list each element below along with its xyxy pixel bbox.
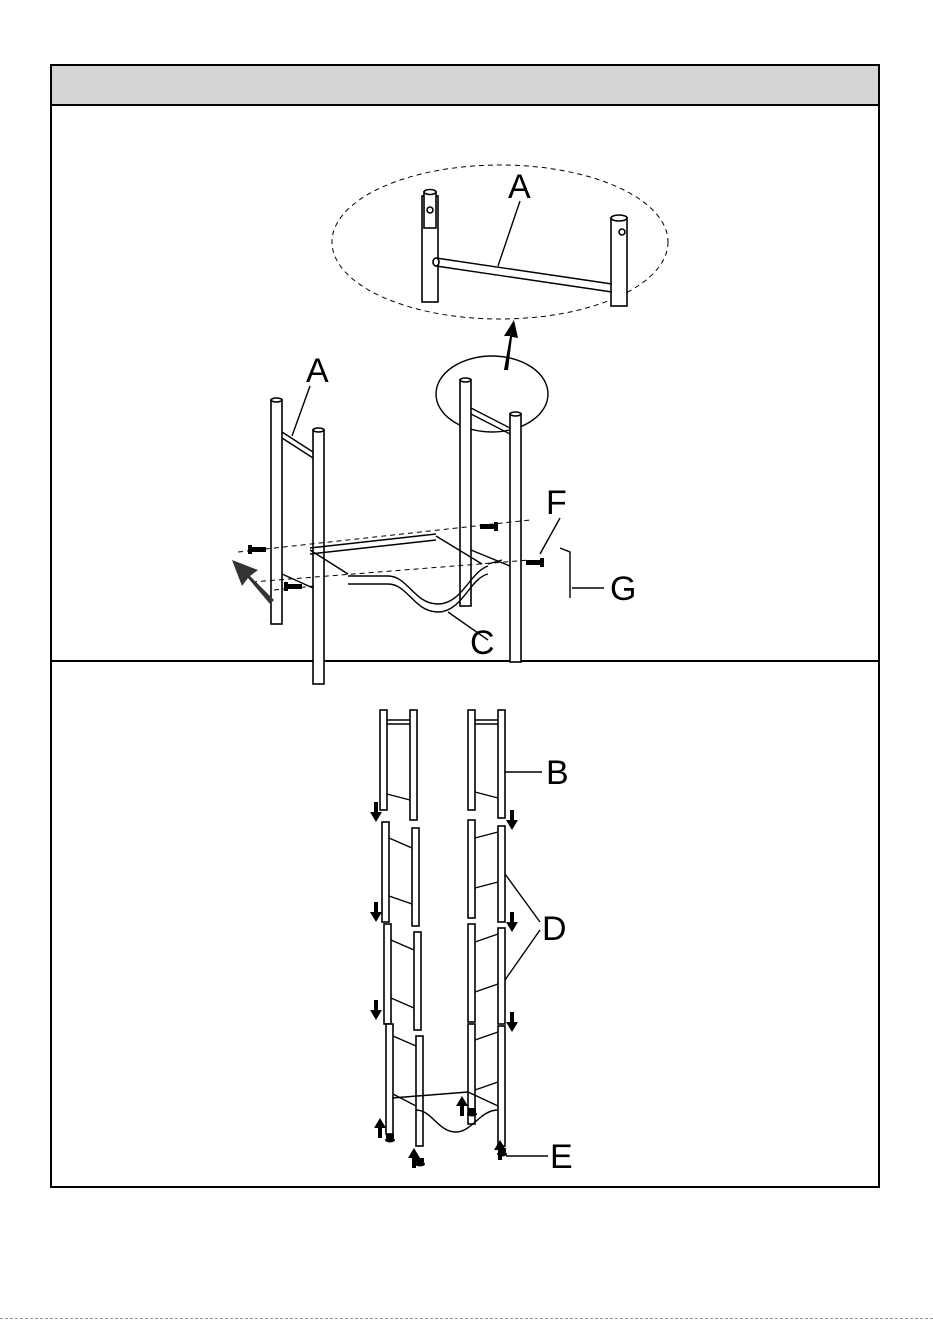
base-frame-c — [310, 534, 502, 612]
bolt-icon — [284, 582, 302, 591]
label-d: D — [542, 910, 567, 948]
instruction-sheet: A A — [50, 64, 880, 1188]
hex-key-g-icon — [560, 548, 570, 598]
down-arrow-icon — [506, 912, 518, 932]
bolt-icon — [248, 545, 266, 554]
foot-e-icon — [497, 1148, 507, 1157]
left-tower — [380, 710, 423, 1146]
label-e: E — [550, 1138, 573, 1176]
detail-circle — [436, 356, 548, 432]
leader-a-top — [498, 201, 520, 266]
label-f: F — [546, 484, 567, 522]
leader-a — [292, 386, 310, 436]
left-side-frame — [271, 398, 324, 684]
magnify-arrow-icon — [504, 320, 518, 370]
detail-crossbar-a — [433, 258, 612, 292]
detail-upright-left — [422, 190, 438, 303]
direction-arrow-icon — [232, 560, 274, 604]
leader-f — [540, 518, 560, 554]
right-tower — [468, 710, 505, 1146]
label-a-top: A — [508, 168, 531, 206]
foot-icon — [467, 1108, 477, 1117]
step-2-panel: B D E — [52, 662, 878, 1188]
down-arrow-icon — [506, 810, 518, 830]
foot-icon — [415, 1158, 425, 1167]
label-c: C — [470, 624, 495, 662]
page-bottom-rule — [0, 1318, 933, 1319]
right-side-frame — [460, 378, 521, 662]
down-arrow-icon — [370, 902, 382, 922]
up-arrow-icon — [374, 1118, 386, 1138]
bolt-f-icon — [526, 558, 544, 567]
up-arrow-icon — [456, 1096, 468, 1116]
detail-upright-right — [611, 215, 627, 306]
label-a: A — [306, 352, 329, 390]
foot-icon — [385, 1134, 395, 1143]
label-b: B — [546, 754, 569, 792]
base-frame — [392, 1092, 498, 1132]
label-g: G — [610, 570, 636, 608]
down-arrow-icon — [506, 1012, 518, 1032]
down-arrow-icon — [370, 1000, 382, 1020]
step-2-diagram: B D E — [52, 662, 882, 1188]
bolt-icon — [480, 522, 498, 531]
header-bar — [52, 66, 878, 106]
step-1-diagram: A A — [52, 106, 882, 662]
step-1-panel: A A — [52, 106, 878, 662]
leader-d-2 — [505, 930, 540, 980]
